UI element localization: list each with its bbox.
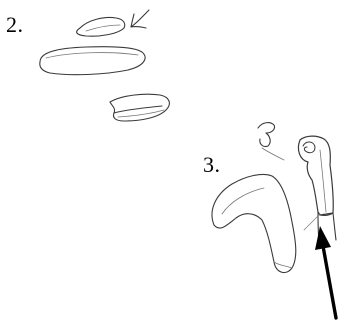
small-hook-stroke bbox=[262, 148, 284, 160]
large-limb-inner-stroke bbox=[222, 188, 264, 214]
pointer-arrow-head bbox=[315, 226, 331, 250]
pointer-arrow bbox=[315, 226, 336, 318]
leaf-piece-crease bbox=[86, 25, 120, 31]
small-hook-piece bbox=[258, 123, 275, 147]
step-2-group bbox=[40, 10, 170, 121]
step-3-group bbox=[212, 123, 336, 273]
leaf-arrow-chevron bbox=[131, 10, 149, 28]
large-limb-tip-line bbox=[274, 262, 292, 268]
flat-oval-inner-stroke bbox=[46, 53, 138, 58]
large-limb-outer bbox=[212, 174, 296, 272]
pointer-arrow-shaft bbox=[323, 246, 336, 318]
flat-oval-piece bbox=[40, 47, 145, 75]
upright-piece-curl bbox=[303, 142, 315, 153]
upright-piece-outline bbox=[298, 136, 333, 215]
upright-piece-inner-line bbox=[320, 150, 326, 212]
